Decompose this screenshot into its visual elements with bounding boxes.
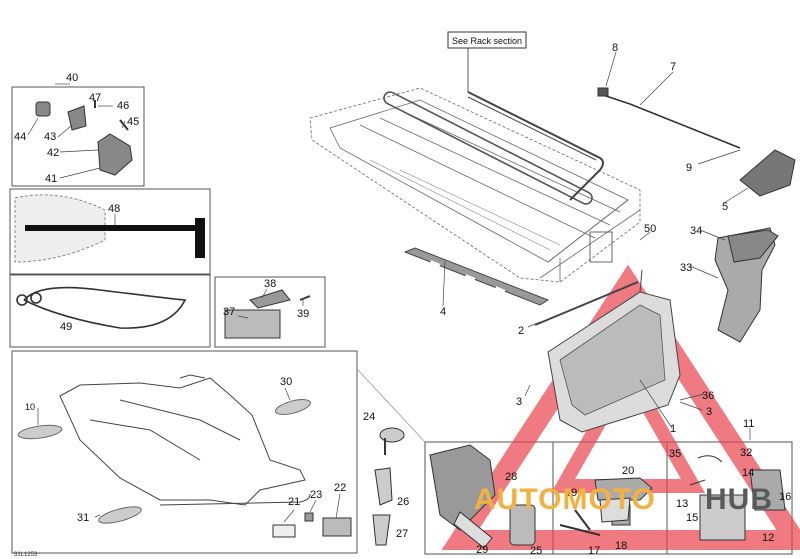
rail-strip bbox=[403, 247, 550, 306]
label-7: 7 bbox=[670, 61, 676, 73]
label-23: 23 bbox=[310, 489, 322, 501]
label-15: 15 bbox=[686, 512, 698, 524]
reference-code: 31L1253 bbox=[14, 552, 38, 558]
label-33: 33 bbox=[680, 262, 692, 274]
label-10: 10 bbox=[25, 402, 35, 412]
label-43: 43 bbox=[44, 131, 56, 143]
label-40: 40 bbox=[66, 72, 78, 84]
label-3a: 3 bbox=[516, 396, 522, 408]
watermark-wordmark: AUTOMOTO HUB bbox=[474, 483, 773, 516]
panel-bracket-kit bbox=[11, 86, 145, 187]
label-5: 5 bbox=[722, 201, 728, 213]
panel-tools-kit bbox=[214, 276, 326, 348]
label-32: 32 bbox=[740, 447, 752, 459]
label-45: 45 bbox=[127, 116, 139, 128]
label-42: 42 bbox=[47, 147, 59, 159]
label-9: 9 bbox=[686, 162, 692, 174]
label-27: 27 bbox=[396, 528, 408, 540]
label-36: 36 bbox=[702, 390, 714, 402]
label-38: 38 bbox=[264, 278, 276, 290]
label-44: 44 bbox=[14, 131, 26, 143]
gas-tank-parts bbox=[429, 444, 536, 549]
label-24: 24 bbox=[363, 411, 375, 423]
label-50: 50 bbox=[644, 223, 656, 235]
label-25: 25 bbox=[530, 545, 542, 557]
see-rack-callout-box bbox=[447, 31, 527, 49]
rack-platform bbox=[309, 87, 641, 283]
label-39: 39 bbox=[297, 308, 309, 320]
label-29: 29 bbox=[476, 544, 488, 556]
label-2: 2 bbox=[518, 325, 524, 337]
label-49: 49 bbox=[60, 321, 72, 333]
watermark-right: HUB bbox=[705, 483, 773, 516]
label-31: 31 bbox=[77, 512, 89, 524]
label-37: 37 bbox=[223, 306, 235, 318]
see-rack-callout: See Rack section bbox=[452, 36, 522, 46]
panel-bungee bbox=[9, 274, 211, 348]
snowmobile-outline bbox=[59, 374, 311, 506]
label-19: 19 bbox=[565, 487, 577, 499]
panel-snowmobile bbox=[11, 350, 358, 554]
cable-harness bbox=[597, 87, 741, 149]
label-1: 1 bbox=[670, 423, 676, 435]
mirror-parts bbox=[559, 477, 653, 536]
taillight bbox=[739, 149, 796, 197]
label-20: 20 bbox=[622, 465, 634, 477]
label-13: 13 bbox=[676, 498, 688, 510]
label-18: 18 bbox=[615, 540, 627, 552]
side-bag bbox=[547, 269, 681, 433]
label-22: 22 bbox=[334, 482, 346, 494]
label-26: 26 bbox=[397, 496, 409, 508]
label-21: 21 bbox=[288, 496, 300, 508]
label-47: 47 bbox=[89, 92, 101, 104]
label-4: 4 bbox=[440, 306, 446, 318]
panel-shovel bbox=[9, 188, 211, 275]
label-46: 46 bbox=[117, 100, 129, 112]
label-28: 28 bbox=[505, 471, 517, 483]
label-14: 14 bbox=[742, 467, 754, 479]
label-41: 41 bbox=[45, 173, 57, 185]
label-35: 35 bbox=[669, 448, 681, 460]
watermark-left: AUTOMOTO bbox=[474, 483, 656, 516]
rear-cover bbox=[727, 229, 779, 263]
tool-pouch bbox=[224, 289, 311, 339]
bracket-kit-parts bbox=[35, 100, 133, 176]
hand-tools bbox=[372, 427, 405, 546]
loose-accessories bbox=[17, 399, 352, 538]
label-11: 11 bbox=[743, 418, 754, 430]
bungee-cord bbox=[16, 286, 187, 329]
label-30: 30 bbox=[280, 376, 292, 388]
label-8: 8 bbox=[612, 42, 618, 54]
leader-lines bbox=[27, 51, 751, 523]
label-3b: 3 bbox=[706, 406, 712, 418]
shovel bbox=[14, 194, 205, 263]
part-numbers: 1 2 3 3 4 5 7 8 9 10 11 12 13 14 15 16 1… bbox=[14, 42, 791, 557]
label-16: 16 bbox=[779, 491, 791, 503]
light-parts bbox=[689, 455, 786, 541]
label-48: 48 bbox=[108, 203, 120, 215]
label-34: 34 bbox=[690, 225, 702, 237]
label-17: 17 bbox=[588, 545, 600, 557]
label-12: 12 bbox=[762, 532, 774, 544]
